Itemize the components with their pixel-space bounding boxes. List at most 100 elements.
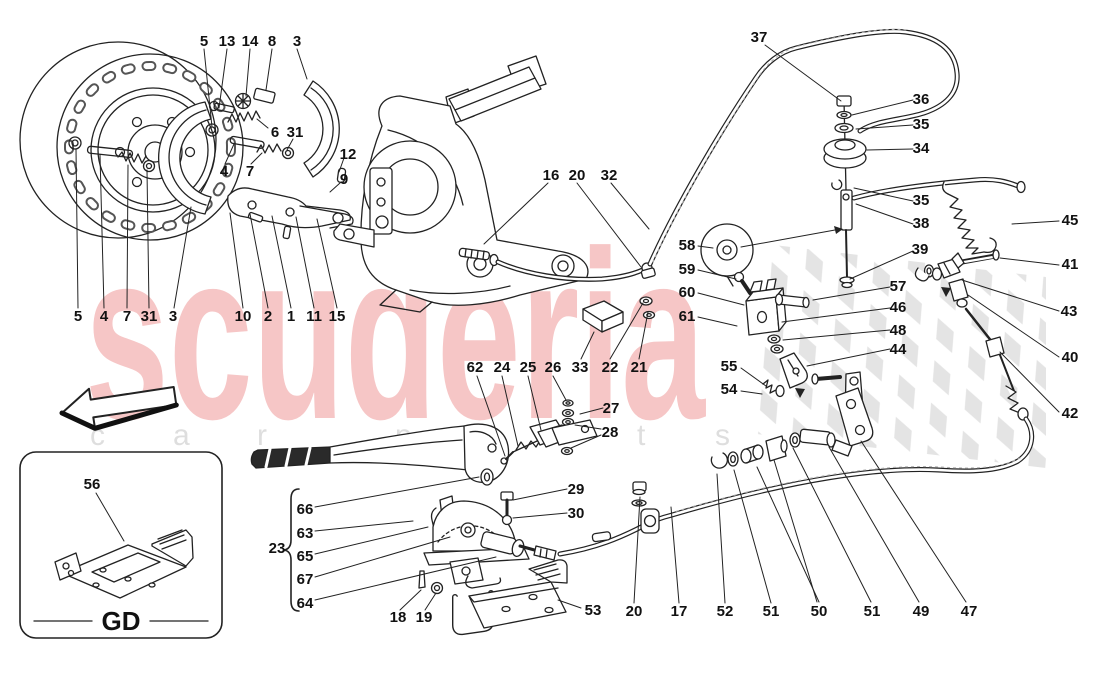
part-label-16: 16 — [543, 167, 560, 184]
part-label-40: 40 — [1062, 349, 1079, 366]
part-label-14: 14 — [242, 33, 259, 50]
part-label-45: 45 — [1062, 212, 1079, 229]
part-label-6: 6 — [271, 124, 279, 141]
part-label-57: 57 — [890, 278, 907, 295]
part-label-5: 5 — [74, 308, 82, 325]
part-label-65: 65 — [297, 548, 314, 565]
part-label-7: 7 — [246, 163, 254, 180]
shoe-retainer-kit — [68, 136, 156, 173]
part-label-1: 1 — [287, 308, 295, 325]
watermark-letter-t: t — [637, 419, 646, 452]
equalizer-assembly — [700, 223, 865, 429]
part-label-54: 54 — [721, 381, 738, 398]
part-label-37: 37 — [751, 29, 768, 46]
part-label-39: 39 — [912, 241, 929, 258]
part-label-38: 38 — [913, 215, 930, 232]
part-label-52: 52 — [717, 603, 734, 620]
part-label-31: 31 — [141, 308, 158, 325]
part-label-17: 17 — [671, 603, 688, 620]
part-label-28: 28 — [602, 424, 619, 441]
part-label-32: 32 — [601, 167, 618, 184]
part-label-60: 60 — [679, 284, 696, 301]
part-label-53: 53 — [585, 602, 602, 619]
part-label-19: 19 — [416, 609, 433, 626]
part-label-24: 24 — [494, 359, 511, 376]
part-label-3: 3 — [293, 33, 301, 50]
suspension-upright — [333, 55, 589, 313]
part-label-63: 63 — [297, 525, 314, 542]
part-label-22: 22 — [602, 359, 619, 376]
part-label-66: 66 — [297, 501, 314, 518]
part-label-12: 12 — [340, 146, 357, 163]
part-label-36: 36 — [913, 91, 930, 108]
part-label-2: 2 — [264, 308, 272, 325]
support-bracket — [452, 559, 568, 636]
part-label-47: 47 — [961, 603, 978, 620]
part-label-35: 35 — [913, 192, 930, 209]
group-brace — [283, 488, 300, 612]
part-label-7: 7 — [123, 308, 131, 325]
watermark-letter-a: a — [173, 419, 190, 452]
part-label-50: 50 — [811, 603, 828, 620]
handbrake-cable-short — [458, 247, 656, 282]
part-label-8: 8 — [268, 33, 276, 50]
part-label-51: 51 — [763, 603, 780, 620]
part-label-30: 30 — [568, 505, 585, 522]
part-label-61: 61 — [679, 308, 696, 325]
part-label-58: 58 — [679, 237, 696, 254]
part-label-59: 59 — [679, 261, 696, 278]
return-spring-linkage — [914, 181, 1029, 421]
shoe-lever-assembly — [227, 187, 354, 240]
part-label-51: 51 — [864, 603, 881, 620]
front-cable — [851, 177, 1026, 201]
part-label-48: 48 — [890, 322, 907, 339]
part-label-25: 25 — [520, 359, 537, 376]
pivot-pin-hardware — [710, 387, 874, 469]
part-label-35: 35 — [913, 116, 930, 133]
brake-disc — [19, 41, 244, 241]
part-label-34: 34 — [913, 140, 930, 157]
part-label-4: 4 — [220, 163, 229, 180]
handbrake-cable-long — [647, 28, 960, 267]
direction-arrow — [59, 386, 179, 431]
gd-inset-box — [19, 451, 223, 639]
part-label-46: 46 — [890, 299, 907, 316]
part-label-43: 43 — [1061, 303, 1078, 320]
leader-lines — [75, 44, 1060, 611]
part-label-20: 20 — [626, 603, 643, 620]
part-label-55: 55 — [721, 358, 738, 375]
part-label-15: 15 — [329, 308, 346, 325]
inset-code-label: GD — [102, 606, 141, 636]
part-label-26: 26 — [545, 359, 562, 376]
part-label-49: 49 — [913, 603, 930, 620]
part-label-11: 11 — [306, 308, 322, 325]
part-label-42: 42 — [1062, 405, 1079, 422]
part-label-67: 67 — [297, 571, 314, 588]
part-label-13: 13 — [219, 33, 236, 50]
part-label-64: 64 — [297, 595, 314, 612]
part-label-4: 4 — [100, 308, 109, 325]
part-label-23: 23 — [269, 540, 286, 557]
part-label-44: 44 — [890, 341, 907, 358]
watermark-letter-s: s — [715, 419, 730, 452]
part-label-21: 21 — [631, 359, 648, 376]
part-label-33: 33 — [572, 359, 589, 376]
cable-clamp — [631, 481, 660, 534]
cable-pulley-assembly — [823, 95, 867, 289]
part-label-41: 41 — [1062, 256, 1079, 273]
part-label-10: 10 — [235, 308, 252, 325]
part-label-29: 29 — [568, 481, 585, 498]
part-label-62: 62 — [467, 359, 484, 376]
part-label-20: 20 — [569, 167, 586, 184]
part-label-31: 31 — [287, 124, 304, 141]
part-label-5: 5 — [200, 33, 208, 50]
part-label-56: 56 — [84, 476, 101, 493]
part-label-9: 9 — [340, 171, 348, 188]
watermark-letter-r: r — [257, 419, 267, 452]
brake-shoes — [157, 80, 340, 215]
adjuster-kit — [205, 87, 347, 184]
part-label-3: 3 — [169, 308, 177, 325]
part-label-18: 18 — [390, 609, 407, 626]
